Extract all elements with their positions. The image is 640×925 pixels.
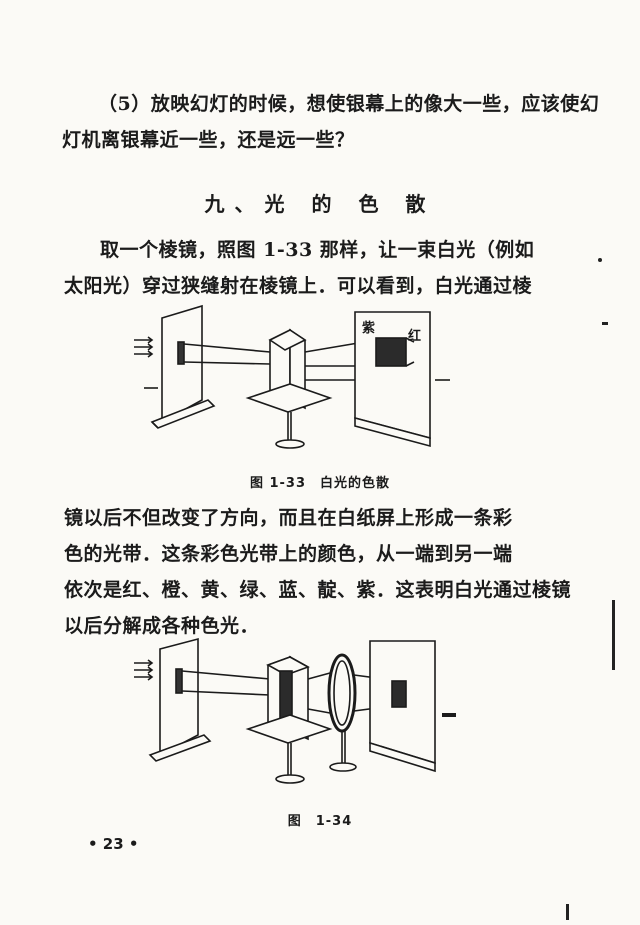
explanation-line-1: 镜以后不但改变了方向，而且在白纸屏上形成一条彩	[64, 507, 513, 529]
margin-binding-mark	[566, 904, 569, 920]
explanation-line-3: 依次是红、橙、黄、绿、蓝、靛、紫．这表明白光通过棱镜	[64, 579, 572, 601]
slit-screen	[159, 637, 199, 757]
question-line-1: （5）放映幻灯的时候，想使银幕上的像大一些，应该使幻	[98, 93, 600, 115]
margin-binding-mark	[612, 600, 615, 670]
intro-line-2: 太阳光）穿过狭缝射在棱镜上．可以看到，白光通过棱	[64, 275, 533, 297]
margin-dot	[602, 322, 608, 325]
figure-1-33-caption: 图 1-33 白光的色散	[249, 476, 391, 491]
convex-lens	[327, 653, 357, 733]
spectrum-band	[375, 337, 407, 367]
figure-1-34-prism-lens-setup	[134, 637, 456, 784]
explanation-line-4: 以后分解成各种色光．	[64, 615, 260, 637]
section-heading: 九、光 的 色 散	[204, 192, 436, 216]
intro-line-1: 取一个棱镜，照图 1-33 那样，让一束白光（例如	[100, 239, 535, 261]
figure-1-33-prism-dispersion: 紫 红	[134, 304, 450, 449]
incoming-light-arrows-icon	[134, 336, 154, 358]
label-violet: 紫	[362, 320, 375, 336]
figure-1-34-caption: 图 1-34	[287, 814, 353, 829]
margin-dot	[598, 258, 602, 262]
incoming-light-arrows-icon	[134, 659, 154, 681]
label-red: 红	[408, 328, 421, 344]
explanation-paragraph: 镜以后不但改变了方向，而且在白纸屏上形成一条彩 色的光带．这条彩色光带上的颜色，…	[64, 500, 572, 644]
explanation-line-2: 色的光带．这条彩色光带上的颜色，从一端到另一端	[64, 543, 513, 565]
question-5-paragraph: （5）放映幻灯的时候，想使银幕上的像大一些，应该使幻 灯机离银幕近一些，还是远一…	[62, 86, 600, 158]
intro-paragraph: 取一个棱镜，照图 1-33 那样，让一束白光（例如 太阳光）穿过狭缝射在棱镜上．…	[64, 232, 560, 304]
page-number: • 23 •	[88, 835, 139, 853]
question-line-2: 灯机离银幕近一些，还是远一些？	[62, 129, 355, 151]
